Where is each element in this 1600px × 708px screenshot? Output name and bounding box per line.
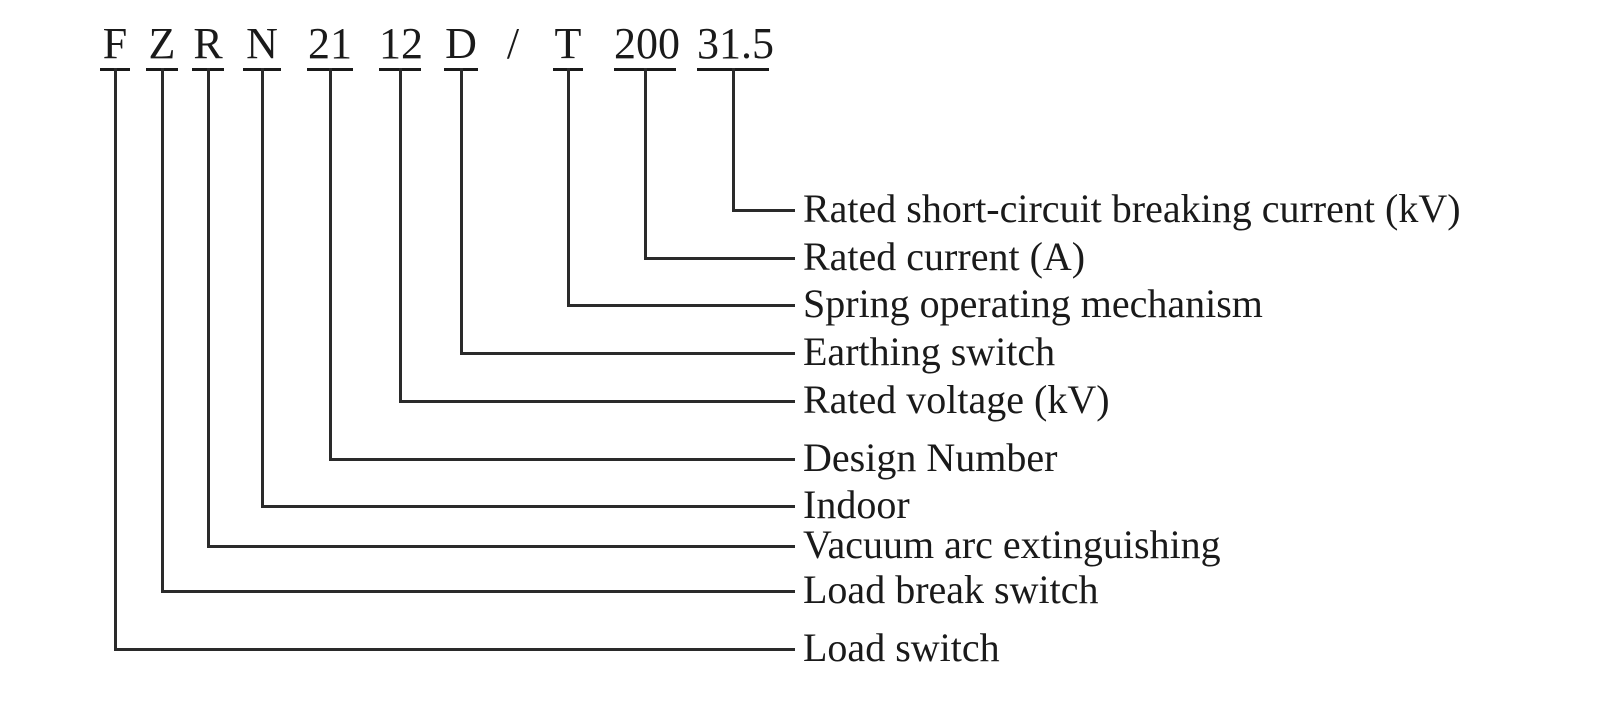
code-segment-D: D xyxy=(444,22,478,71)
callout-label: Spring operating mechanism xyxy=(803,281,1263,326)
leader-vertical-21 xyxy=(329,68,332,461)
code-segment-text: 12 xyxy=(379,22,423,71)
callout-label: Indoor xyxy=(803,482,910,527)
code-segment-text: 200 xyxy=(614,22,680,71)
code-segment-text: 31.5 xyxy=(697,22,774,71)
callout-label: Earthing switch xyxy=(803,329,1056,374)
leader-vertical-31-5 xyxy=(732,68,735,212)
leader-horizontal-D xyxy=(460,352,795,355)
leader-horizontal-21 xyxy=(329,458,795,461)
code-segment-F: F xyxy=(100,22,130,71)
leader-vertical-200 xyxy=(644,68,647,260)
callout-label: Rated short-circuit breaking current (kV… xyxy=(803,186,1461,231)
leader-vertical-D xyxy=(460,68,463,355)
leader-vertical-12 xyxy=(399,68,402,403)
code-segment-200: 200 xyxy=(614,22,680,71)
code-segment-text: D xyxy=(444,22,478,71)
leader-vertical-F xyxy=(114,68,117,651)
callout-label: Design Number xyxy=(803,435,1058,480)
leader-vertical-R xyxy=(207,68,210,548)
callout-label: Load break switch xyxy=(803,567,1099,612)
code-segment-text: N xyxy=(243,22,281,71)
leader-horizontal-12 xyxy=(399,400,795,403)
code-segment-N: N xyxy=(243,22,281,71)
callout-label: Vacuum arc extinguishing xyxy=(803,522,1221,567)
callout-label: Rated current (A) xyxy=(803,234,1086,279)
leader-horizontal-Z xyxy=(161,590,795,593)
leader-horizontal-R xyxy=(207,545,795,548)
leader-vertical-T xyxy=(567,68,570,307)
callout-label: Load switch xyxy=(803,625,1000,670)
leader-horizontal-T xyxy=(567,304,795,307)
code-segment-31-5: 31.5 xyxy=(697,22,774,71)
code-segment-21: 21 xyxy=(307,22,353,71)
leader-horizontal-F xyxy=(114,648,795,651)
code-segment-slash: / xyxy=(501,22,525,68)
callout-label: Rated voltage (kV) xyxy=(803,377,1110,422)
code-segment-R: R xyxy=(192,22,224,71)
leader-horizontal-31-5 xyxy=(732,209,795,212)
code-segment-Z: Z xyxy=(146,22,178,71)
leader-vertical-N xyxy=(261,68,264,508)
code-segment-text: / xyxy=(506,19,520,68)
leader-vertical-Z xyxy=(161,68,164,593)
leader-horizontal-N xyxy=(261,505,795,508)
code-segment-text: Z xyxy=(146,22,178,71)
code-segment-text: T xyxy=(553,22,583,71)
code-segment-T: T xyxy=(553,22,583,71)
code-segment-text: R xyxy=(192,22,224,71)
code-segment-12: 12 xyxy=(379,22,423,71)
code-segment-text: 21 xyxy=(307,22,353,71)
code-segment-text: F xyxy=(100,22,130,71)
leader-horizontal-200 xyxy=(644,257,795,260)
